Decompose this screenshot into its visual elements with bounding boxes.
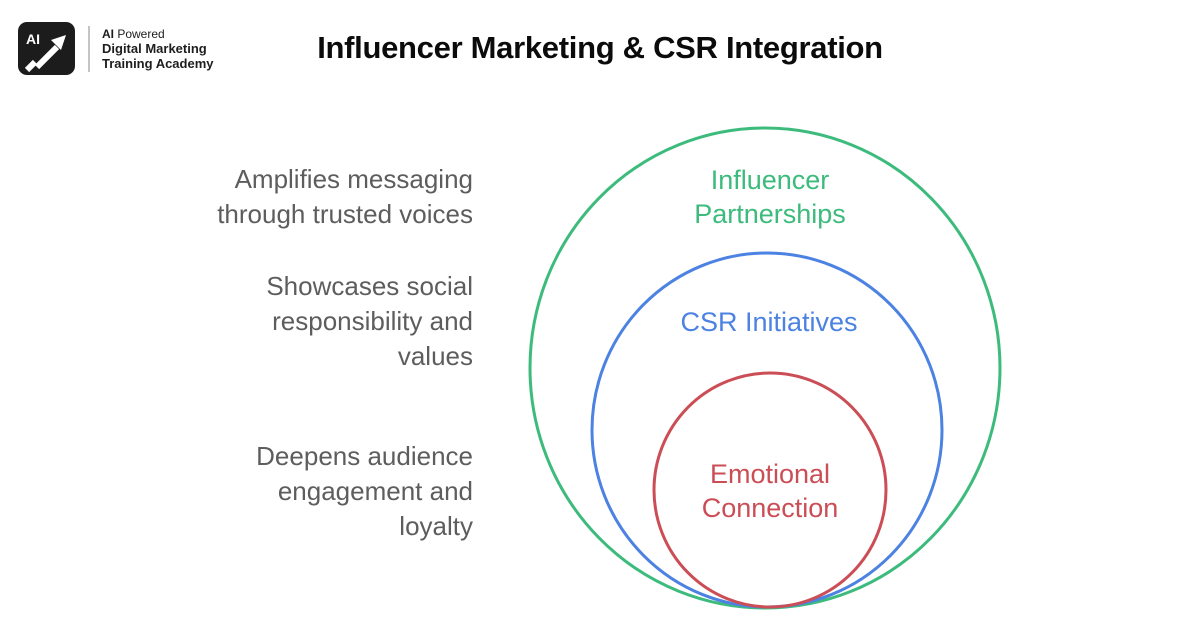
label-emotional-connection: Emotional Connection (701, 459, 839, 523)
logo-line1-regular: Powered (114, 26, 165, 41)
logo-wordmark: AI Powered Digital Marketing Training Ac… (102, 27, 214, 71)
benefit-deepens-audience: Deepens audience engagement and loyalty (256, 441, 473, 541)
label-influencer-partnerships: Influencer Partnerships (694, 165, 846, 229)
logo-divider (88, 25, 90, 72)
logo-badge: AI (18, 22, 75, 75)
ring-emotional-connection (652, 371, 888, 609)
logo-line3: Training Academy (102, 55, 214, 71)
logo-badge-text: AI (26, 31, 40, 47)
label-csr-initiatives: CSR Initiatives (680, 307, 858, 337)
logo-line2: Digital Marketing (102, 40, 207, 56)
benefit-amplifies-messaging: Amplifies messaging through trusted voic… (217, 164, 473, 229)
brand-logo: AI AI Powered Digital Marketing Training… (18, 22, 214, 75)
benefit-showcases-social: Showcases social responsibility and valu… (266, 271, 473, 371)
growth-arrow-icon: AI (24, 31, 66, 73)
logo-line1-bold: AI (102, 26, 114, 41)
page-title: Influencer Marketing & CSR Integration (317, 30, 883, 65)
logo-line1: AI Powered (102, 27, 214, 41)
